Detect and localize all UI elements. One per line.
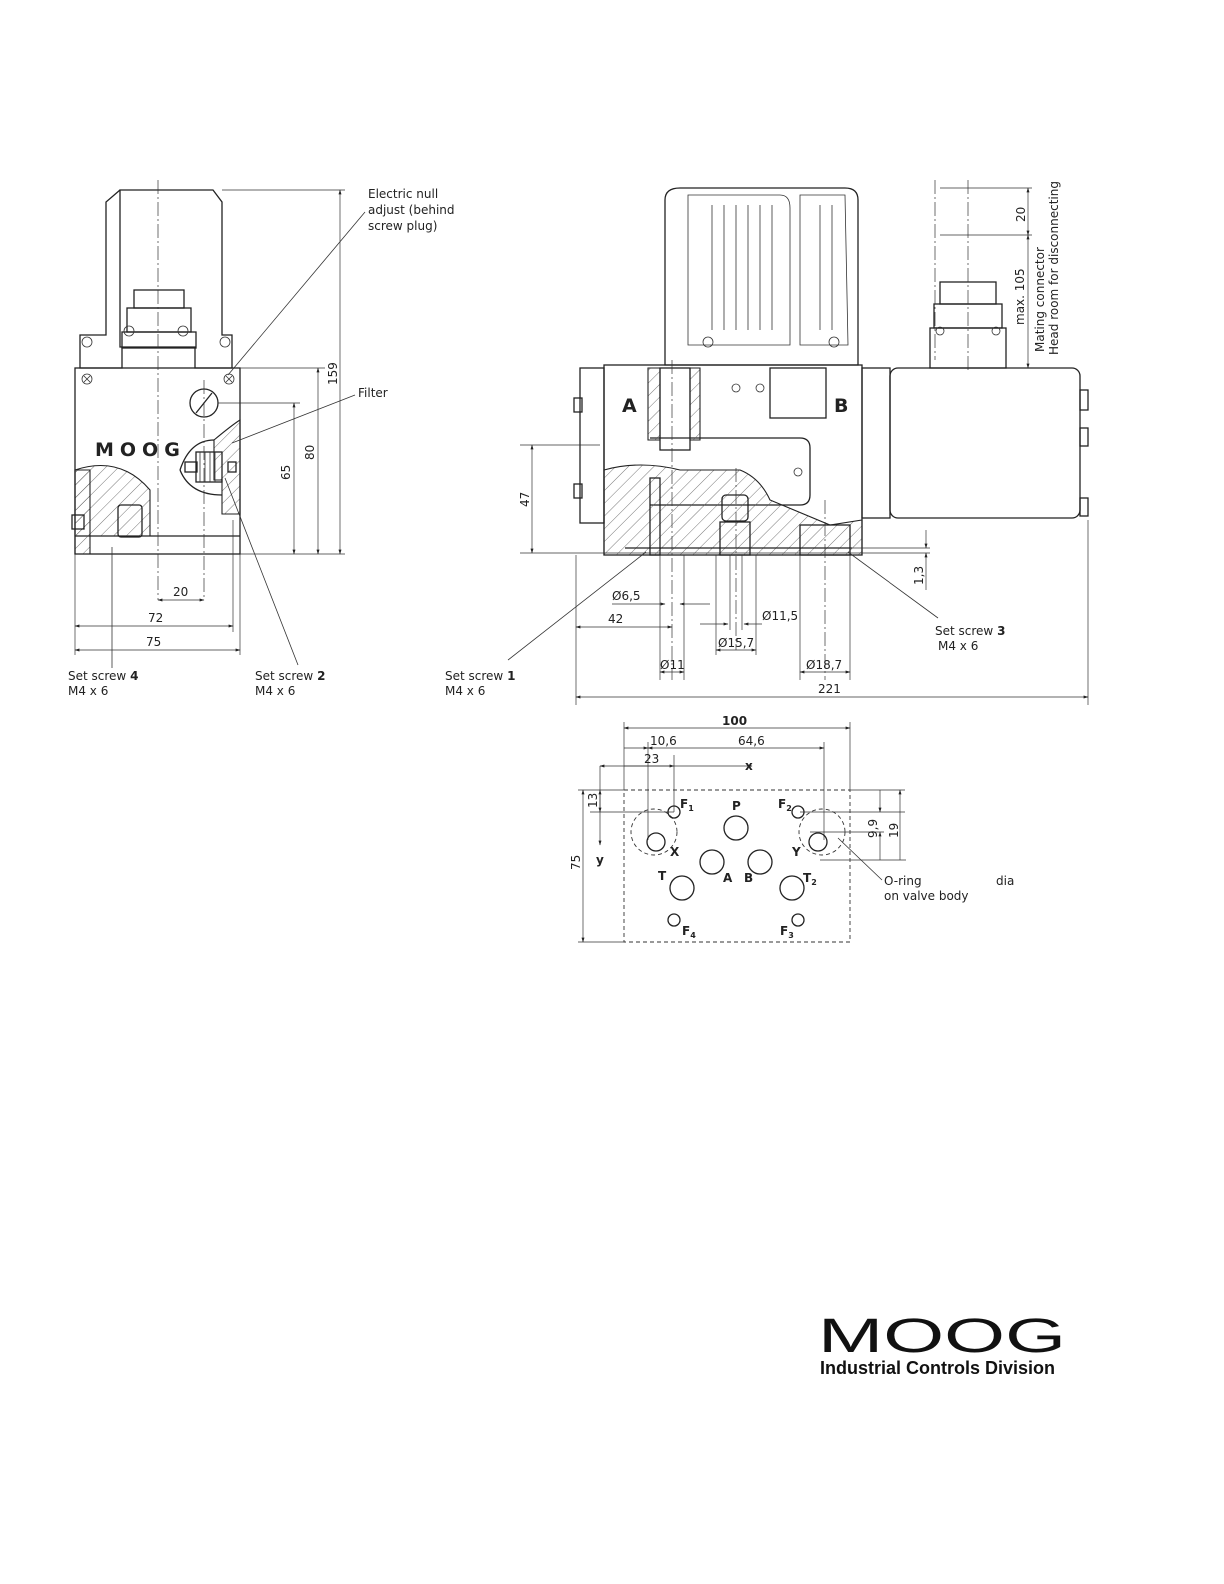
- port-a: [699, 849, 725, 875]
- dim-72: 72: [148, 611, 163, 625]
- dim-159: 159: [326, 362, 340, 385]
- dim-100: 100: [722, 714, 747, 728]
- axis-x-label: x: [745, 759, 753, 773]
- port-a-marking: A: [622, 395, 637, 417]
- dim-10-6: 10,6: [650, 734, 677, 748]
- set-screw-3-size: M4 x 6: [938, 639, 978, 653]
- dim-64-6: 64,6: [738, 734, 765, 748]
- port-a-label: A: [723, 871, 733, 885]
- set-screw-4-size: M4 x 6: [68, 684, 108, 698]
- axis-y-label: y: [596, 853, 604, 867]
- port-t2: [779, 875, 805, 901]
- electronics-housing: [889, 367, 1081, 519]
- dim-1-3: 1,3: [912, 566, 926, 585]
- connector-mating-label: Mating connector: [1033, 247, 1047, 352]
- set-screw-1-label: Set screw 1: [445, 669, 515, 683]
- dim-13: 13: [586, 793, 600, 808]
- dim-20-connector: 20: [1014, 207, 1028, 222]
- side-view: [507, 180, 1089, 705]
- dim-d6-5: Ø6,5: [612, 589, 641, 603]
- connector-max-label: max. 105: [1013, 268, 1027, 325]
- dim-221: 221: [818, 682, 841, 696]
- port-pattern: [578, 722, 906, 943]
- oring-dia-label: dia: [996, 874, 1014, 888]
- dim-80: 80: [303, 445, 317, 460]
- oring-on-body-label: on valve body: [884, 889, 969, 903]
- dim-d15-7: Ø15,7: [718, 636, 754, 650]
- dim-d11-5: Ø11,5: [762, 609, 798, 623]
- moog-logo: MOOG: [818, 1310, 1066, 1363]
- dim-75-pattern: 75: [569, 855, 583, 870]
- dim-d18-7: Ø18,7: [806, 658, 842, 672]
- port-b-marking: B: [834, 395, 848, 417]
- connector-headroom-label: Head room for disconnecting: [1047, 181, 1061, 355]
- front-connector: [133, 289, 185, 309]
- port-t-label: T: [658, 869, 667, 883]
- oring-label: O-ring: [884, 874, 922, 888]
- torque-motor-cover: [664, 187, 859, 366]
- port-f1-label: F1: [680, 797, 694, 813]
- dim-42: 42: [608, 612, 623, 626]
- port-f2: [791, 805, 805, 819]
- dim-19: 19: [887, 823, 901, 838]
- dim-d11: Ø11: [660, 658, 685, 672]
- port-y-label: Y: [791, 845, 801, 859]
- port-f4: [667, 913, 681, 927]
- port-f4-label: F4: [682, 924, 696, 940]
- port-x-label: X: [670, 845, 680, 859]
- filter-label: Filter: [358, 386, 388, 400]
- port-y: [808, 832, 828, 852]
- set-screw-4-label: Set screw 4: [68, 669, 138, 683]
- front-cap: [119, 189, 233, 369]
- dim-23: 23: [644, 752, 659, 766]
- set-screw-1-size: M4 x 6: [445, 684, 485, 698]
- port-b-label: B: [744, 871, 753, 885]
- electric-null-label-3: screw plug): [368, 219, 437, 233]
- set-screw-3-label: Set screw 3: [935, 624, 1005, 638]
- port-t: [669, 875, 695, 901]
- division-name: Industrial Controls Division: [820, 1358, 1056, 1378]
- port-f3: [791, 913, 805, 927]
- port-f3-label: F3: [780, 924, 794, 940]
- dim-47: 47: [518, 492, 532, 507]
- port-p: [723, 815, 749, 841]
- port-f2-label: F2: [778, 797, 792, 813]
- dim-75-front: 75: [146, 635, 161, 649]
- port-x: [646, 832, 666, 852]
- set-screw-2-label: Set screw 2: [255, 669, 325, 683]
- dim-20-front: 20: [173, 585, 188, 599]
- filter-element: [195, 451, 223, 483]
- port-t2-label: T2: [803, 871, 817, 887]
- port-b: [747, 849, 773, 875]
- dim-65: 65: [279, 465, 293, 480]
- set-screw-2-size: M4 x 6: [255, 684, 295, 698]
- port-f1: [667, 805, 681, 819]
- port-p-label: P: [732, 799, 741, 813]
- electric-null-label-2: adjust (behind: [368, 203, 455, 217]
- front-view: [71, 180, 366, 668]
- dim-9-9: 9,9: [866, 819, 880, 838]
- electric-null-label-1: Electric null: [368, 187, 438, 201]
- front-brand-text: MOOG: [95, 439, 186, 461]
- mounting-surface-outline: [623, 789, 851, 943]
